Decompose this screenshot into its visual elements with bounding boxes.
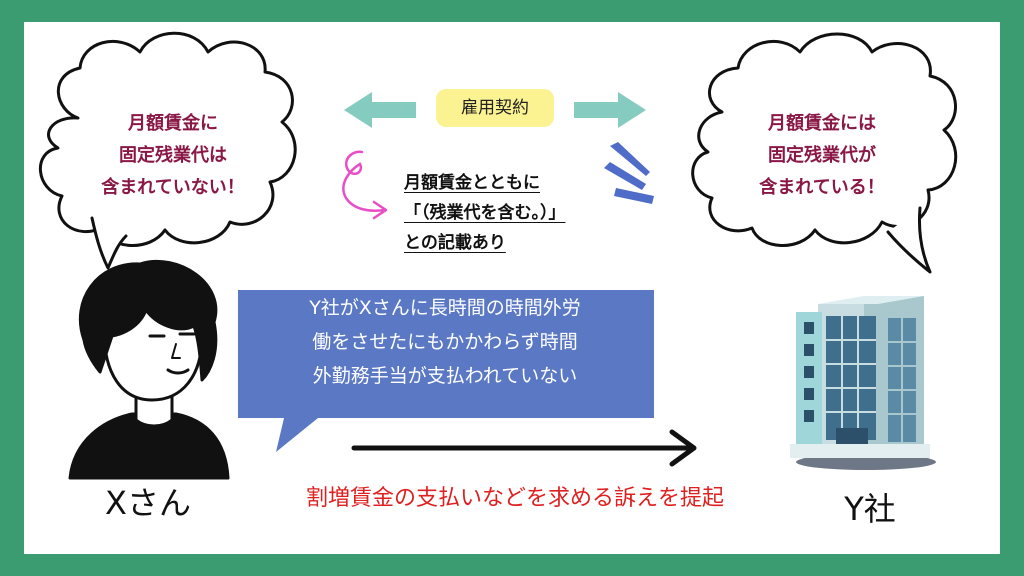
right-teal-arrow xyxy=(574,92,646,128)
employment-contract-label: 雇用契約 xyxy=(436,89,554,127)
contract-note: 月額賃金とともに 「（残業代を含む。）」 との記載あり xyxy=(404,168,654,258)
speech-box-text: Y社がXさんに長時間の時間外労 働をさせたにもかかわらず時間 外勤務手当が支払わ… xyxy=(309,297,581,387)
lawsuit-text: 割増賃金の支払いなどを求める訴えを提起 xyxy=(305,486,724,511)
right-thought-cloud xyxy=(691,32,958,274)
person-label: Xさん xyxy=(105,484,191,522)
left-cloud-text: 月額賃金に 固定残業代は 含まれていない！ xyxy=(101,113,245,198)
speech-box xyxy=(238,290,654,452)
right-cloud-text: 月額賃金には 固定残業代が 含まれている！ xyxy=(759,113,885,198)
contract-note-line-3: との記載あり xyxy=(404,233,506,253)
pink-swirl-arrow xyxy=(342,150,386,212)
pink-arrow-head xyxy=(372,200,388,220)
lawsuit-arrow-head xyxy=(669,429,697,467)
left-thought-cloud xyxy=(39,31,297,270)
contract-note-line-2: 「（残業代を含む。）」 xyxy=(404,203,566,223)
contract-note-line-1: 月額賃金とともに xyxy=(404,173,540,193)
company-label: Y社 xyxy=(844,490,896,528)
person-icon xyxy=(68,259,230,480)
left-teal-arrow xyxy=(344,92,416,128)
building-icon xyxy=(790,296,936,470)
emphasis-burst-icon xyxy=(604,142,654,204)
